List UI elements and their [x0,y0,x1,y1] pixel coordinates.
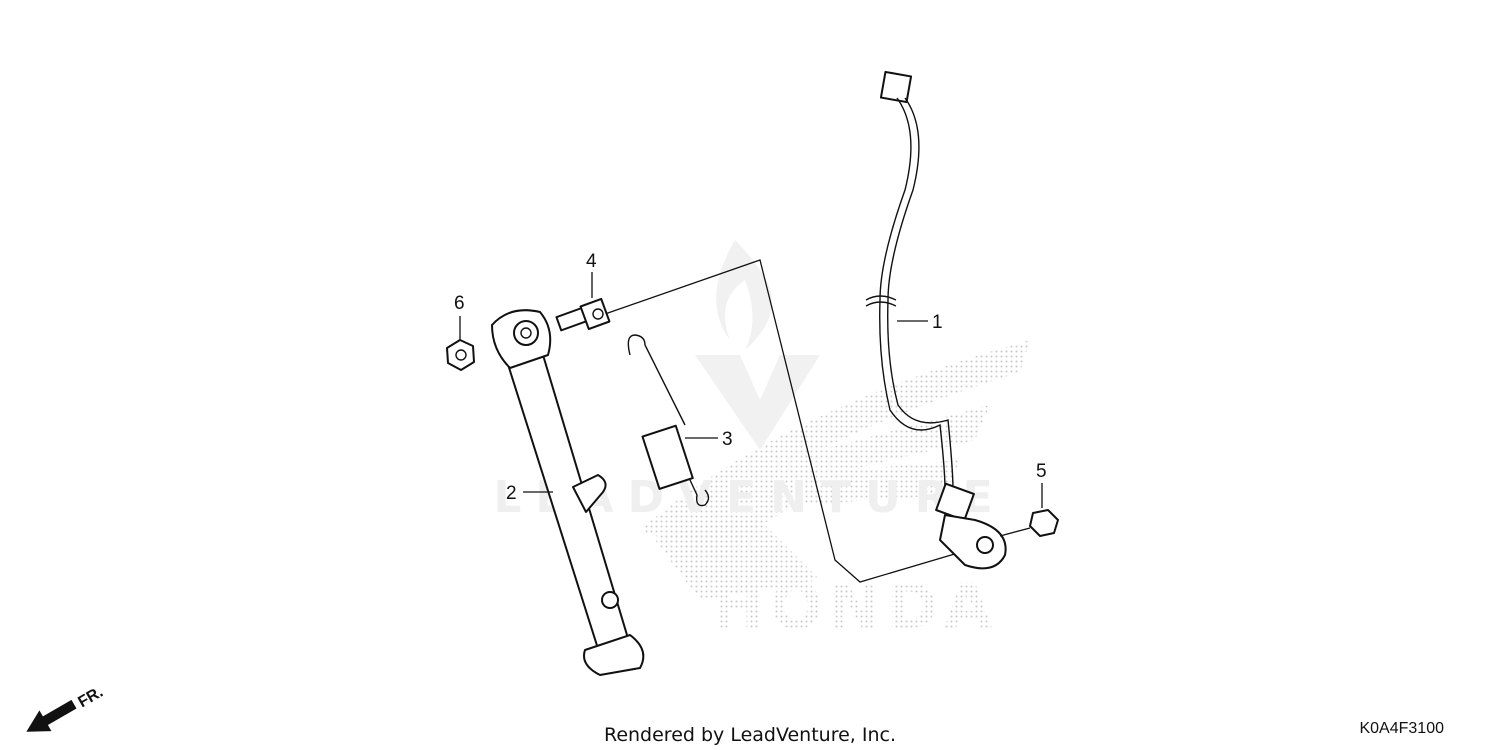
watermark-brand-text: HONDA [712,570,998,643]
stand-stopper-icon [601,591,619,609]
diagram-code: K0A4F3100 [1359,720,1444,737]
spring-hook-top [627,334,686,426]
switch-body [939,514,1007,570]
watermark-wing [640,340,1030,560]
connector-icon [879,70,913,104]
watermark: HONDA LEADVENTURE [493,240,1030,643]
stand-pivot-icon [513,320,539,346]
watermark-lower-wing [655,520,820,600]
wire-harness-outline [887,97,954,491]
render-credit: Rendered by LeadVenture, Inc. [603,724,897,746]
wire-break-mark [865,295,897,307]
stand-spring-hook [572,474,607,513]
part-2-side-stand [491,309,645,676]
callout-6: 6 [454,293,465,314]
callout-5: 5 [1036,461,1047,482]
front-arrow-icon [26,699,77,732]
part-5-nut [999,509,1059,537]
part-3-spring [627,334,710,507]
nut-5-icon [1029,509,1059,537]
watermark-flame-logo [716,240,772,350]
spring-hook-bottom [689,479,710,507]
callout-2: 2 [506,483,517,504]
nut-6-hole-icon [455,349,467,361]
wire-harness [879,97,946,491]
switch-pivot-icon [976,536,994,554]
callout-1: 1 [932,312,943,333]
callout-3: 3 [722,429,733,450]
bolt-head [579,297,611,331]
bolt-head-icon [592,308,604,320]
spring-coil [641,424,694,490]
nut-5-axis [999,527,1031,537]
stand-pivot-hole-icon [520,327,532,339]
nut-6-icon [446,339,475,371]
stand-foot [583,634,645,676]
reference-bracket [604,259,986,583]
callout-4: 4 [586,251,597,272]
front-label: FR. [75,684,106,712]
part-4-bolt [555,297,611,332]
part-1-side-stand-switch [865,70,1007,570]
watermark-v-logo [695,355,820,450]
part-6-nut [446,339,475,371]
